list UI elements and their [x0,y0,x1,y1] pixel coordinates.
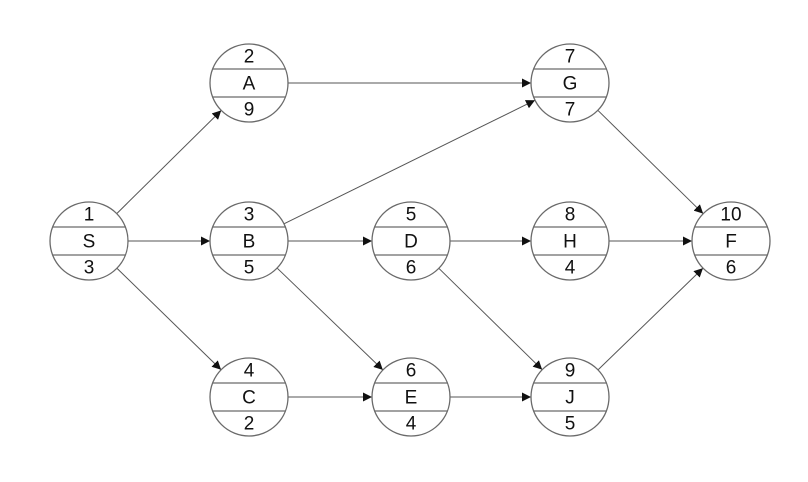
node-bottom: 9 [244,100,255,121]
node-circle [691,201,771,281]
node-bottom: 4 [406,414,417,435]
node-top: 4 [244,361,255,382]
node-j: 9J 5 [530,357,610,437]
node-b: 3B 5 [209,201,289,281]
node-circle [209,201,289,281]
node-a: 2A 9 [209,43,289,123]
node-top: 7 [565,47,576,68]
node-s: 1S 3 [49,201,129,281]
node-label: A [243,74,256,95]
node-bottom: 4 [565,258,576,279]
node-top: 6 [406,361,417,382]
node-top: 2 [244,47,255,68]
node-circle [209,357,289,437]
node-top: 3 [244,205,255,226]
node-bottom: 7 [565,100,576,121]
node-bottom: 6 [726,258,737,279]
node-label: F [725,232,737,253]
edge-s-a [116,110,222,214]
node-circle [371,201,451,281]
node-circle [530,43,610,123]
node-circle [530,201,610,281]
node-top: 9 [565,361,576,382]
edge-b-g [283,99,536,225]
node-top: 10 [720,205,741,226]
edge-j-f [597,267,704,371]
node-label: B [243,232,256,253]
node-label: D [404,232,418,253]
edges [116,78,704,402]
node-top: 8 [565,205,576,226]
node-bottom: 6 [406,258,417,279]
node-circle [530,357,610,437]
node-label: J [565,388,575,409]
node-bottom: 3 [84,258,95,279]
node-h: 8H 4 [530,201,610,281]
node-bottom: 2 [244,414,255,435]
node-label: S [83,232,96,253]
node-label: C [242,388,256,409]
edge-b-e [276,267,384,371]
node-d: 5D 6 [371,201,451,281]
node-c: 4C 2 [209,357,289,437]
node-g: 7G7 [530,43,610,123]
node-circle [209,43,289,123]
node-label: G [563,74,578,95]
edge-d-j [438,267,543,371]
node-f: 10F 6 [691,201,771,281]
node-circle [371,357,451,437]
edge-g-f [597,109,704,215]
edge-s-c [116,267,222,371]
node-bottom: 5 [565,414,576,435]
node-circle [49,201,129,281]
node-label: H [563,232,577,253]
node-top: 1 [84,205,95,226]
node-label: E [405,388,418,409]
node-e: 6E 4 [371,357,451,437]
node-bottom: 5 [244,258,255,279]
node-top: 5 [406,205,417,226]
